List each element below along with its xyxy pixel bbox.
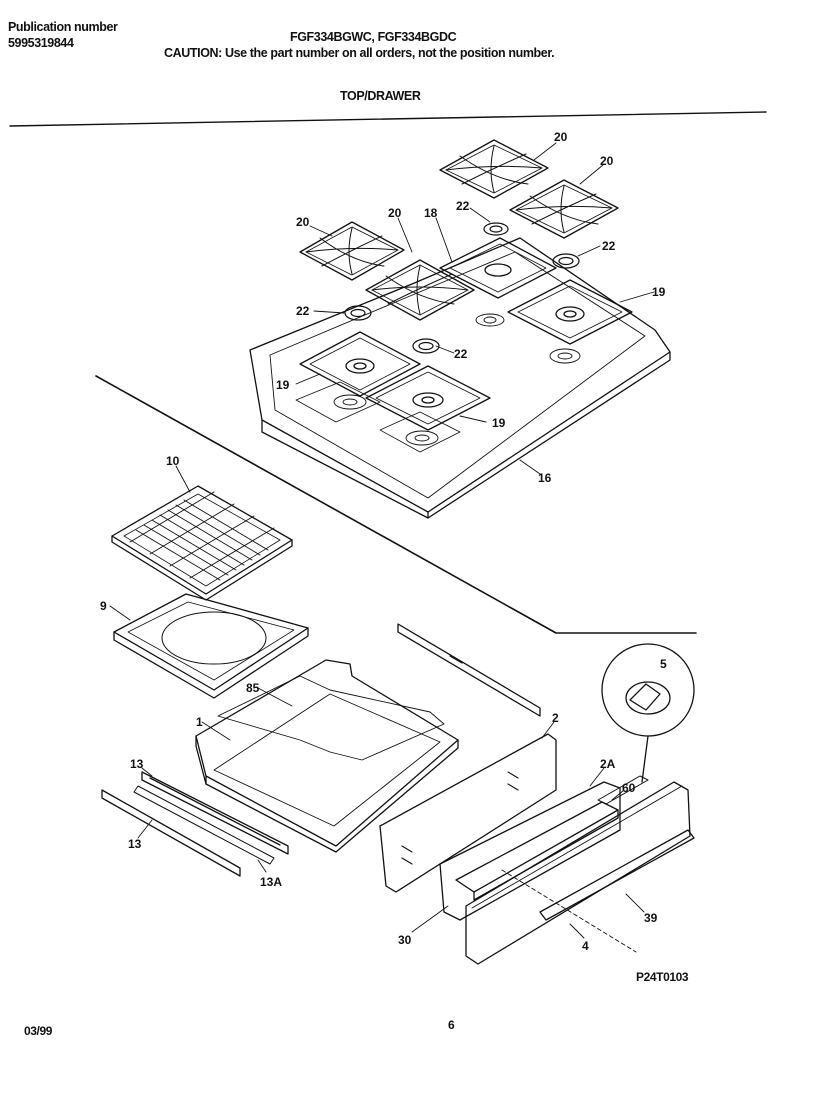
leader-lines [109,142,655,939]
drawer-back-panel-2 [379,733,557,893]
callout-4: 4 [582,939,589,953]
drawer-slide-13a [133,785,275,865]
drawer-baffle-85 [217,675,445,761]
drawer-rail [397,623,541,717]
callout-19-front-left: 19 [276,378,290,392]
insulation-60 [597,775,649,805]
callout-30: 30 [398,933,412,947]
figure-code: P24T0103 [636,970,689,984]
section-title: TOP/DRAWER [340,89,421,103]
burner-plate-rear-right-19 [507,279,633,345]
callout-22-rear: 22 [456,199,470,213]
burner-cavity [333,313,581,446]
burner-plate-front-left-19 [299,331,421,397]
callout-13-front: 13 [128,837,142,851]
callout-22-right: 22 [602,239,616,253]
grate-front-right-20 [365,259,475,321]
publication-label: Publication number [8,20,118,34]
broiler-pan-insert-10 [111,485,293,601]
caution-note: CAUTION: Use the part number on all orde… [164,46,555,60]
grate-rear-right-20 [509,179,619,239]
callout-22-left: 22 [296,304,310,318]
drawer-front-backing-2a [439,781,621,921]
grate-rear-left-20 [439,139,549,199]
callout-19-rear-right: 19 [652,285,666,299]
callout-10: 10 [166,454,180,468]
drawer-body-1 [195,659,459,853]
callout-85: 85 [246,681,260,695]
drawer-front-panel-4 [465,781,695,965]
callout-9: 9 [100,599,107,613]
broiler-pan-9 [113,593,309,699]
callout-18: 18 [424,206,438,220]
burner-ring-22 [344,222,580,354]
callout-2: 2 [552,711,559,725]
drawer-slide-13-rear [141,771,289,855]
model-numbers: FGF334BGWC, FGF334BGDC [290,30,457,44]
header-rule [9,111,767,127]
callout-1: 1 [196,715,203,729]
callout-39: 39 [644,911,658,925]
callout-2a: 2A [600,757,616,771]
publication-number: 5995319844 [8,36,74,50]
burner-plate-front-right-19 [365,365,491,431]
callout-13-rear: 13 [130,757,144,771]
knob-detail-5 [601,643,695,783]
drawer-slide-13-front [101,789,241,877]
grate-front-left-20 [299,221,405,281]
callout-16: 16 [538,471,552,485]
cooktop-top-16 [249,237,671,519]
page-number: 6 [448,1018,455,1032]
drawer-handle-39 [455,801,619,901]
section-divider-line [95,375,697,634]
burner-plate-rear-left-19 [439,237,557,299]
callout-20-front-right: 20 [388,206,402,220]
callout-labels: 20 20 20 20 18 22 22 22 22 19 19 19 16 1… [100,130,667,953]
callout-60: 60 [622,781,636,795]
callout-19-front-right: 19 [492,416,506,430]
callout-22-center: 22 [454,347,468,361]
callout-13a: 13A [260,875,282,889]
callout-20-rear-right: 20 [600,154,614,168]
callout-20-rear-left: 20 [554,130,568,144]
footer-date: 03/99 [24,1024,53,1038]
callout-20-front-left: 20 [296,215,310,229]
callout-5: 5 [660,657,667,671]
dash-line [501,869,637,953]
